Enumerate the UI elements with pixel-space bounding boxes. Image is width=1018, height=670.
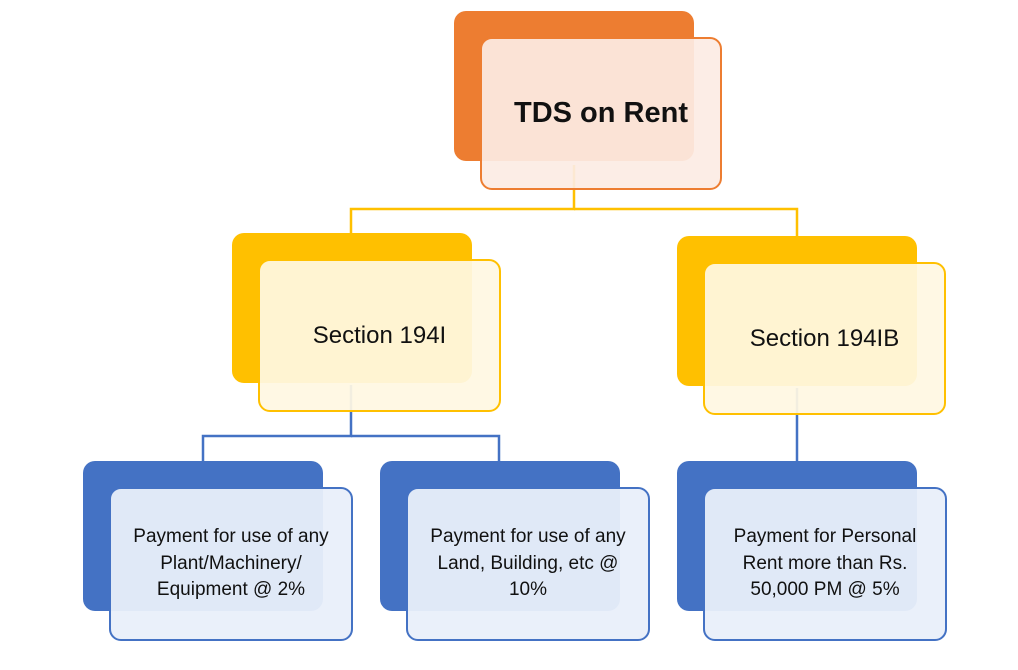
leaf-land-building-label: Payment for use of any Land, Building, e… — [430, 526, 626, 601]
leaf-land-building-box: Payment for use of any Land, Building, e… — [406, 487, 650, 641]
connector-194i-leaf-land — [351, 434, 501, 462]
section-194ib-box: Section 194IB — [703, 262, 946, 415]
root-node-box: TDS on Rent — [480, 37, 722, 190]
connector-root-section-194ib — [574, 207, 799, 236]
leaf-plant-machinery-label: Payment for use of any Plant/Machinery/ … — [133, 526, 329, 601]
leaf-personal-rent-box: Payment for Personal Rent more than Rs. … — [703, 487, 947, 641]
leaf-plant-machinery-box: Payment for use of any Plant/Machinery/ … — [109, 487, 353, 641]
section-194ib-label: Section 194IB — [749, 324, 900, 352]
root-node-label: TDS on Rent — [514, 97, 688, 129]
section-194i-label: Section 194I — [312, 321, 447, 349]
section-194i-box: Section 194I — [258, 259, 501, 412]
leaf-personal-rent-label: Payment for Personal Rent more than Rs. … — [733, 526, 917, 601]
